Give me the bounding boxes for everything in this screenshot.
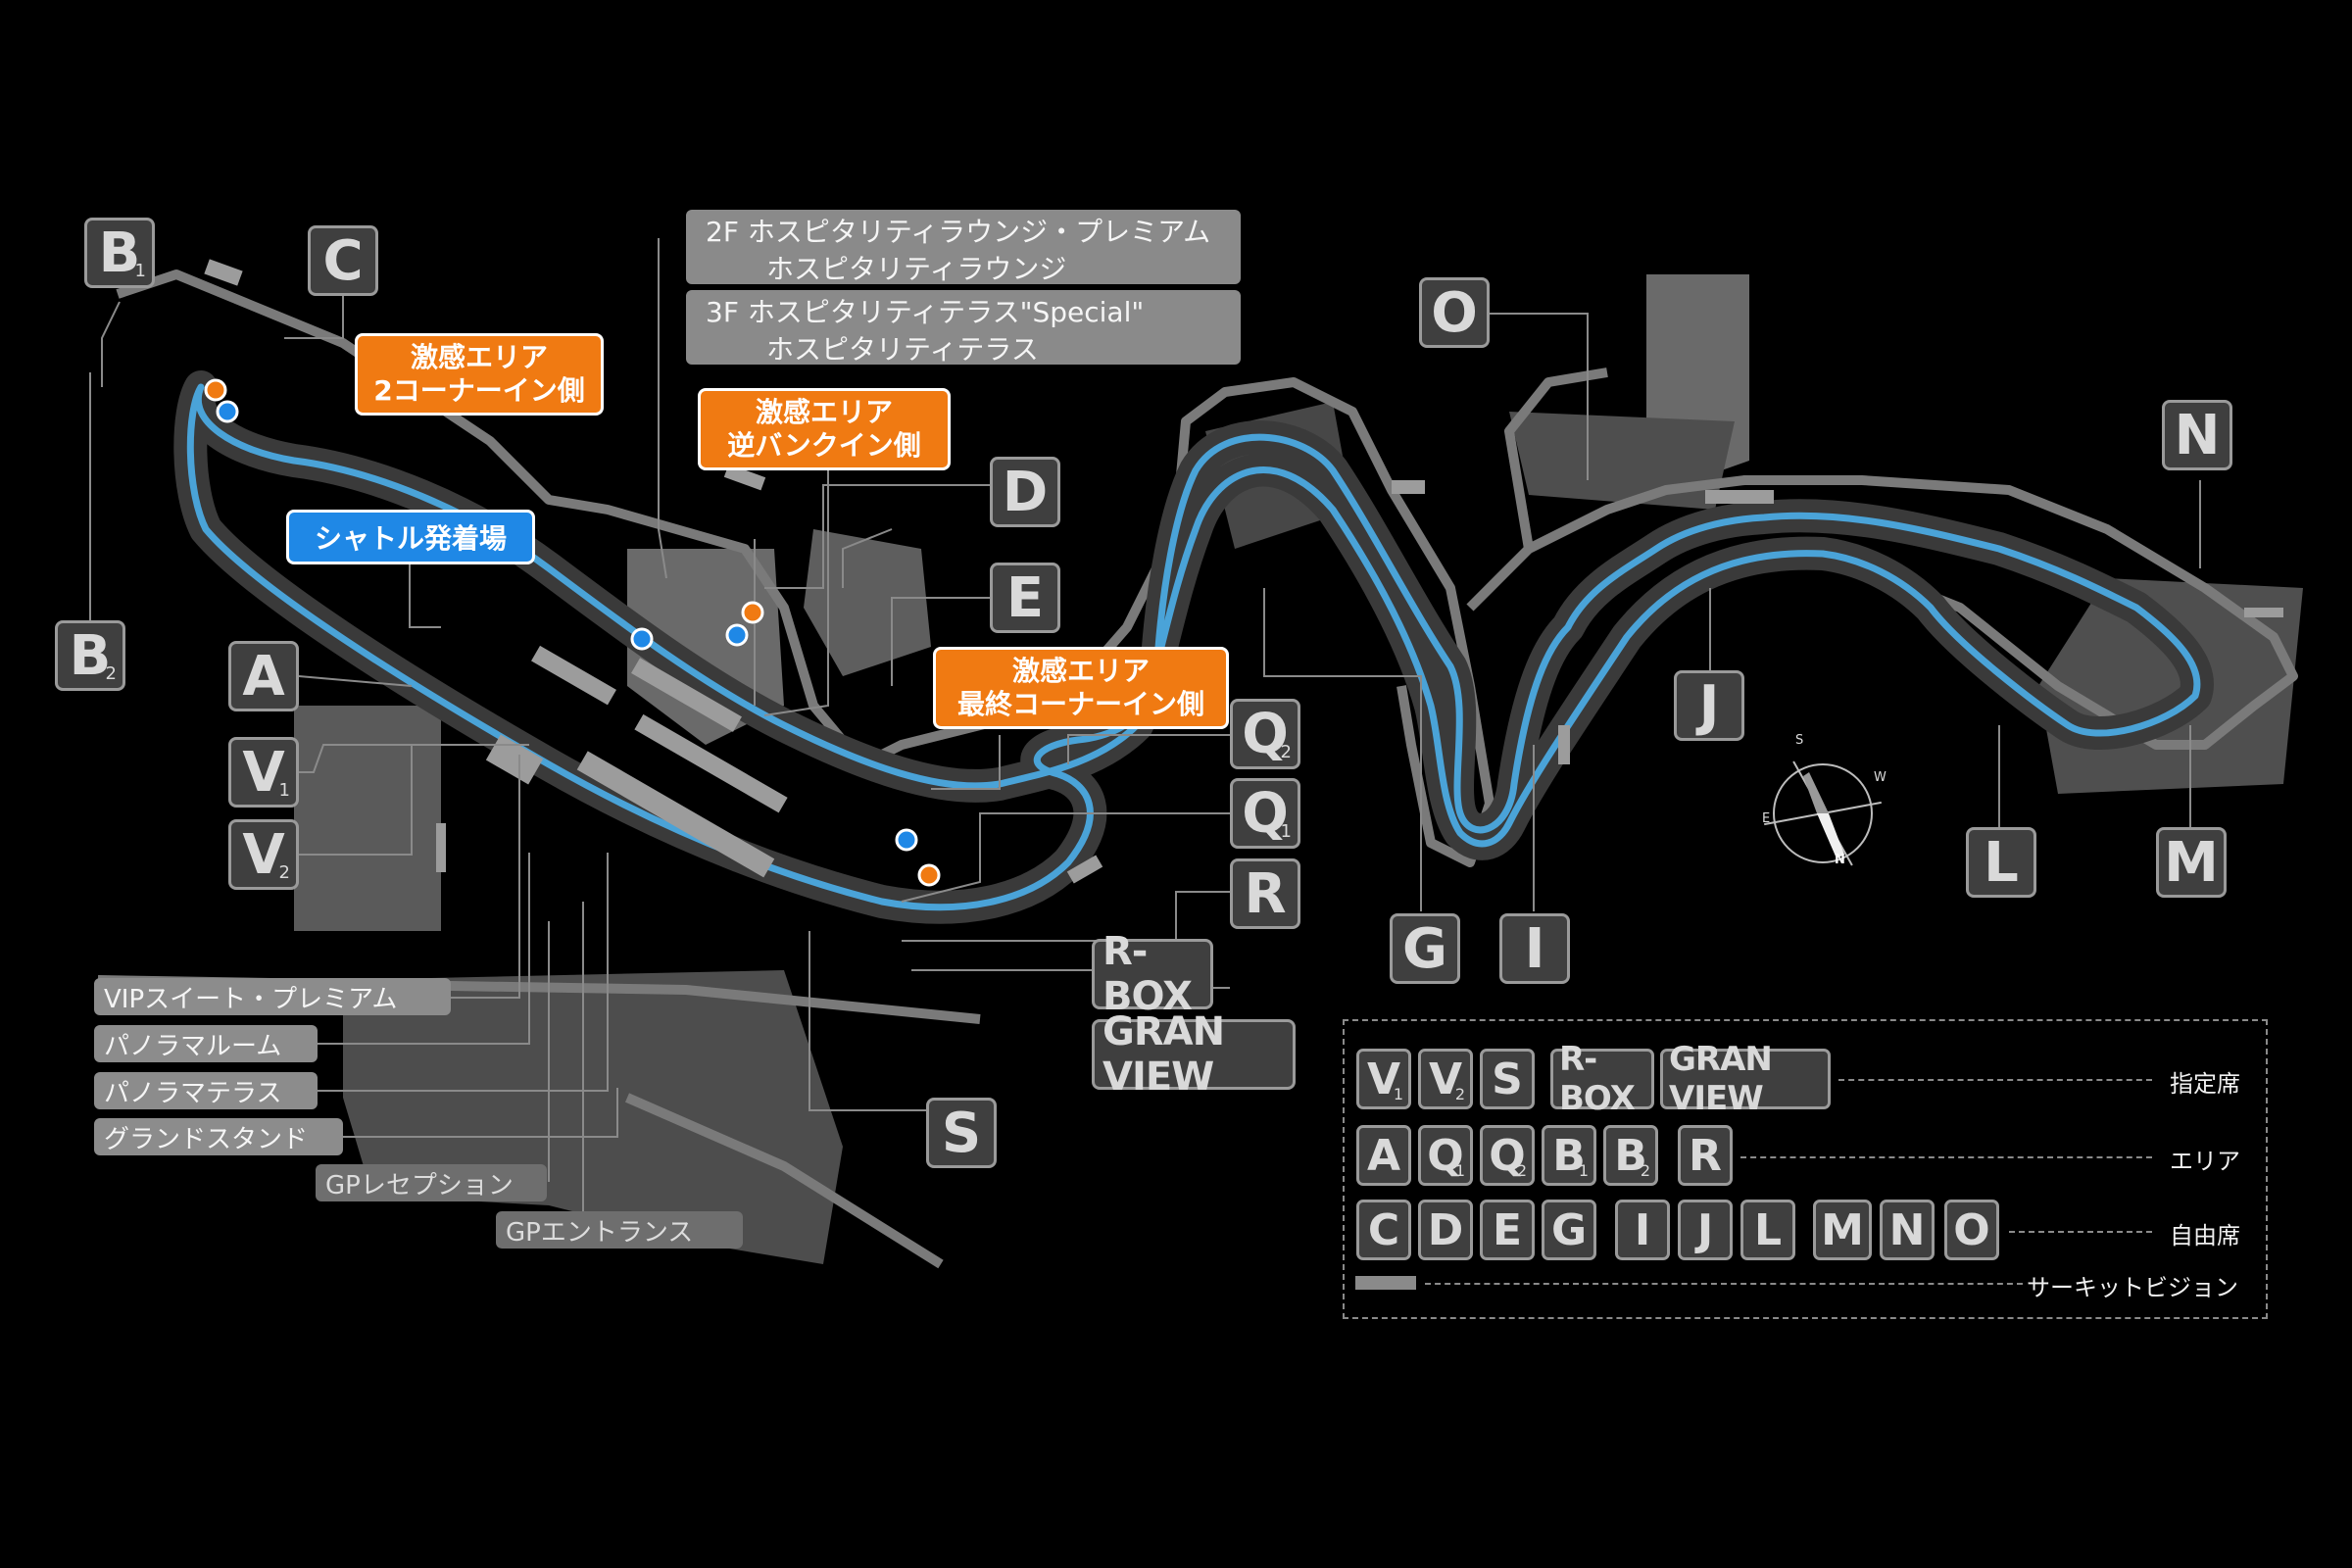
zone-2corner-line1: 激感エリア [410,341,548,373]
facility-gp-reception[interactable]: GPレセプション [316,1164,547,1201]
compass-icon [1764,760,1882,866]
legend-area-title: エリア [2170,1148,2240,1175]
zone-final-line2: 最終コーナーイン側 [956,688,1204,720]
seat-label-a[interactable]: A [228,641,299,711]
legend-reserved-dash [1838,1079,2152,1081]
legend-free-o: O [1944,1200,1999,1260]
legend-area-a: A [1356,1125,1411,1186]
orange-dot-final [917,863,941,887]
compass-n: N [1835,853,1845,867]
seat-label-c[interactable]: C [308,225,378,296]
legend-area-r: R [1678,1125,1733,1186]
seat-label-j[interactable]: J [1674,670,1744,741]
legend-reserved-title: 指定席 [2170,1070,2240,1098]
facility-panorama-terrace-label: パノラマテラス [104,1078,282,1108]
legend-free-e: E [1480,1200,1535,1260]
blue-dot-shuttle-1 [216,400,239,423]
seat-label-r[interactable]: R [1230,858,1300,929]
facility-panorama-terrace[interactable]: パノラマテラス [94,1072,318,1109]
facility-gp-reception-label: GPレセプション [325,1170,514,1200]
legend-area-dash [1740,1156,2152,1158]
seat-legend [1343,1019,2268,1319]
zone-gekikan-reverse[interactable]: 激感エリア 逆バンクイン側 [698,388,951,470]
legend-free-c: C [1356,1200,1411,1260]
hospitality-box1-line2: ホスピタリティラウンジ [766,253,1067,285]
facility-panorama-room[interactable]: パノラマルーム [94,1025,318,1062]
zone-gekikan-2corner[interactable]: 激感エリア 2コーナーイン側 [355,333,604,416]
compass-w: W [1874,770,1886,785]
facility-vip-suite[interactable]: VIPスイート・プレミアム [94,978,451,1015]
seat-label-d[interactable]: D [990,457,1060,527]
zone-shuttle[interactable]: シャトル発着場 [286,510,535,564]
hospitality-box2-line1: 3F ホスピタリティテラス"Special" [706,296,1145,328]
grandstand-blocks [204,259,2283,884]
compass-e: E [1762,811,1771,826]
facility-grandstand-label: グランドスタンド [104,1124,309,1154]
seat-label-granview[interactable]: GRAN VIEW [1092,1009,1296,1100]
blue-dot-shuttle-4 [895,828,918,852]
seat-label-g[interactable]: G [1390,913,1460,984]
seat-label-m[interactable]: M [2156,827,2227,898]
area-dots [204,378,941,887]
legend-free-l: L [1740,1200,1795,1260]
orange-dot-2corner [204,378,227,402]
legend-vision-title: サーキットビジョン [2027,1274,2238,1301]
compass-s: S [1795,733,1804,748]
seat-label-l[interactable]: L [1966,827,2036,898]
legend-free-d: D [1418,1200,1473,1260]
seat-label-rbox[interactable]: R-BOX [1092,929,1213,1019]
zone-gekikan-final[interactable]: 激感エリア 最終コーナーイン側 [933,647,1229,729]
legend-free-n: N [1880,1200,1935,1260]
legend-free-title: 自由席 [2170,1222,2240,1250]
leader-lines [89,238,2201,1231]
zone-reverse-line2: 逆バンクイン側 [727,429,921,462]
legend-reserved-s: S [1480,1049,1535,1109]
orange-dot-reverse [741,601,764,624]
facility-gp-entrance-label: GPエントランス [506,1217,694,1248]
legend-free-dash [2009,1231,2152,1233]
legend-reserved-rbox: R-BOX [1550,1040,1654,1118]
blue-dot-shuttle-3 [630,627,654,651]
hospitality-box2-line2: ホスピタリティテラス [766,333,1039,366]
facility-grandstand[interactable]: グランドスタンド [94,1118,343,1155]
seat-label-o[interactable]: O [1419,277,1490,348]
zone-final-line1: 激感エリア [1011,655,1150,687]
seat-label-n[interactable]: N [2162,400,2232,470]
zone-2corner-line2: 2コーナーイン側 [373,374,585,407]
legend-free-j: J [1678,1200,1733,1260]
zone-reverse-line1: 激感エリア [755,396,893,428]
legend-free-m: M [1813,1200,1872,1260]
seat-label-s[interactable]: S [926,1098,997,1168]
legend-vision-dash [1425,1283,2023,1285]
legend-free-i: I [1615,1200,1670,1260]
legend-free-g: G [1542,1200,1596,1260]
facility-vip-suite-label: VIPスイート・プレミアム [104,984,398,1014]
hospitality-box1-line1: 2F ホスピタリティラウンジ・プレミアム [706,216,1211,248]
blue-dot-shuttle-2 [725,623,749,647]
facility-gp-entrance[interactable]: GPエントランス [496,1211,743,1249]
circuit-vision-legend-bar [1355,1276,1416,1290]
zone-shuttle-label: シャトル発着場 [314,522,507,555]
facility-panorama-room-label: パノラマルーム [104,1031,282,1061]
seat-label-i[interactable]: I [1499,913,1570,984]
seat-label-e[interactable]: E [990,563,1060,633]
legend-reserved-granview: GRAN VIEW [1660,1040,1831,1118]
hospitality-terrace-box: 3F ホスピタリティテラス"Special" ホスピタリティテラス [686,290,1241,366]
hospitality-lounge-box: 2F ホスピタリティラウンジ・プレミアム ホスピタリティラウンジ [686,210,1241,285]
